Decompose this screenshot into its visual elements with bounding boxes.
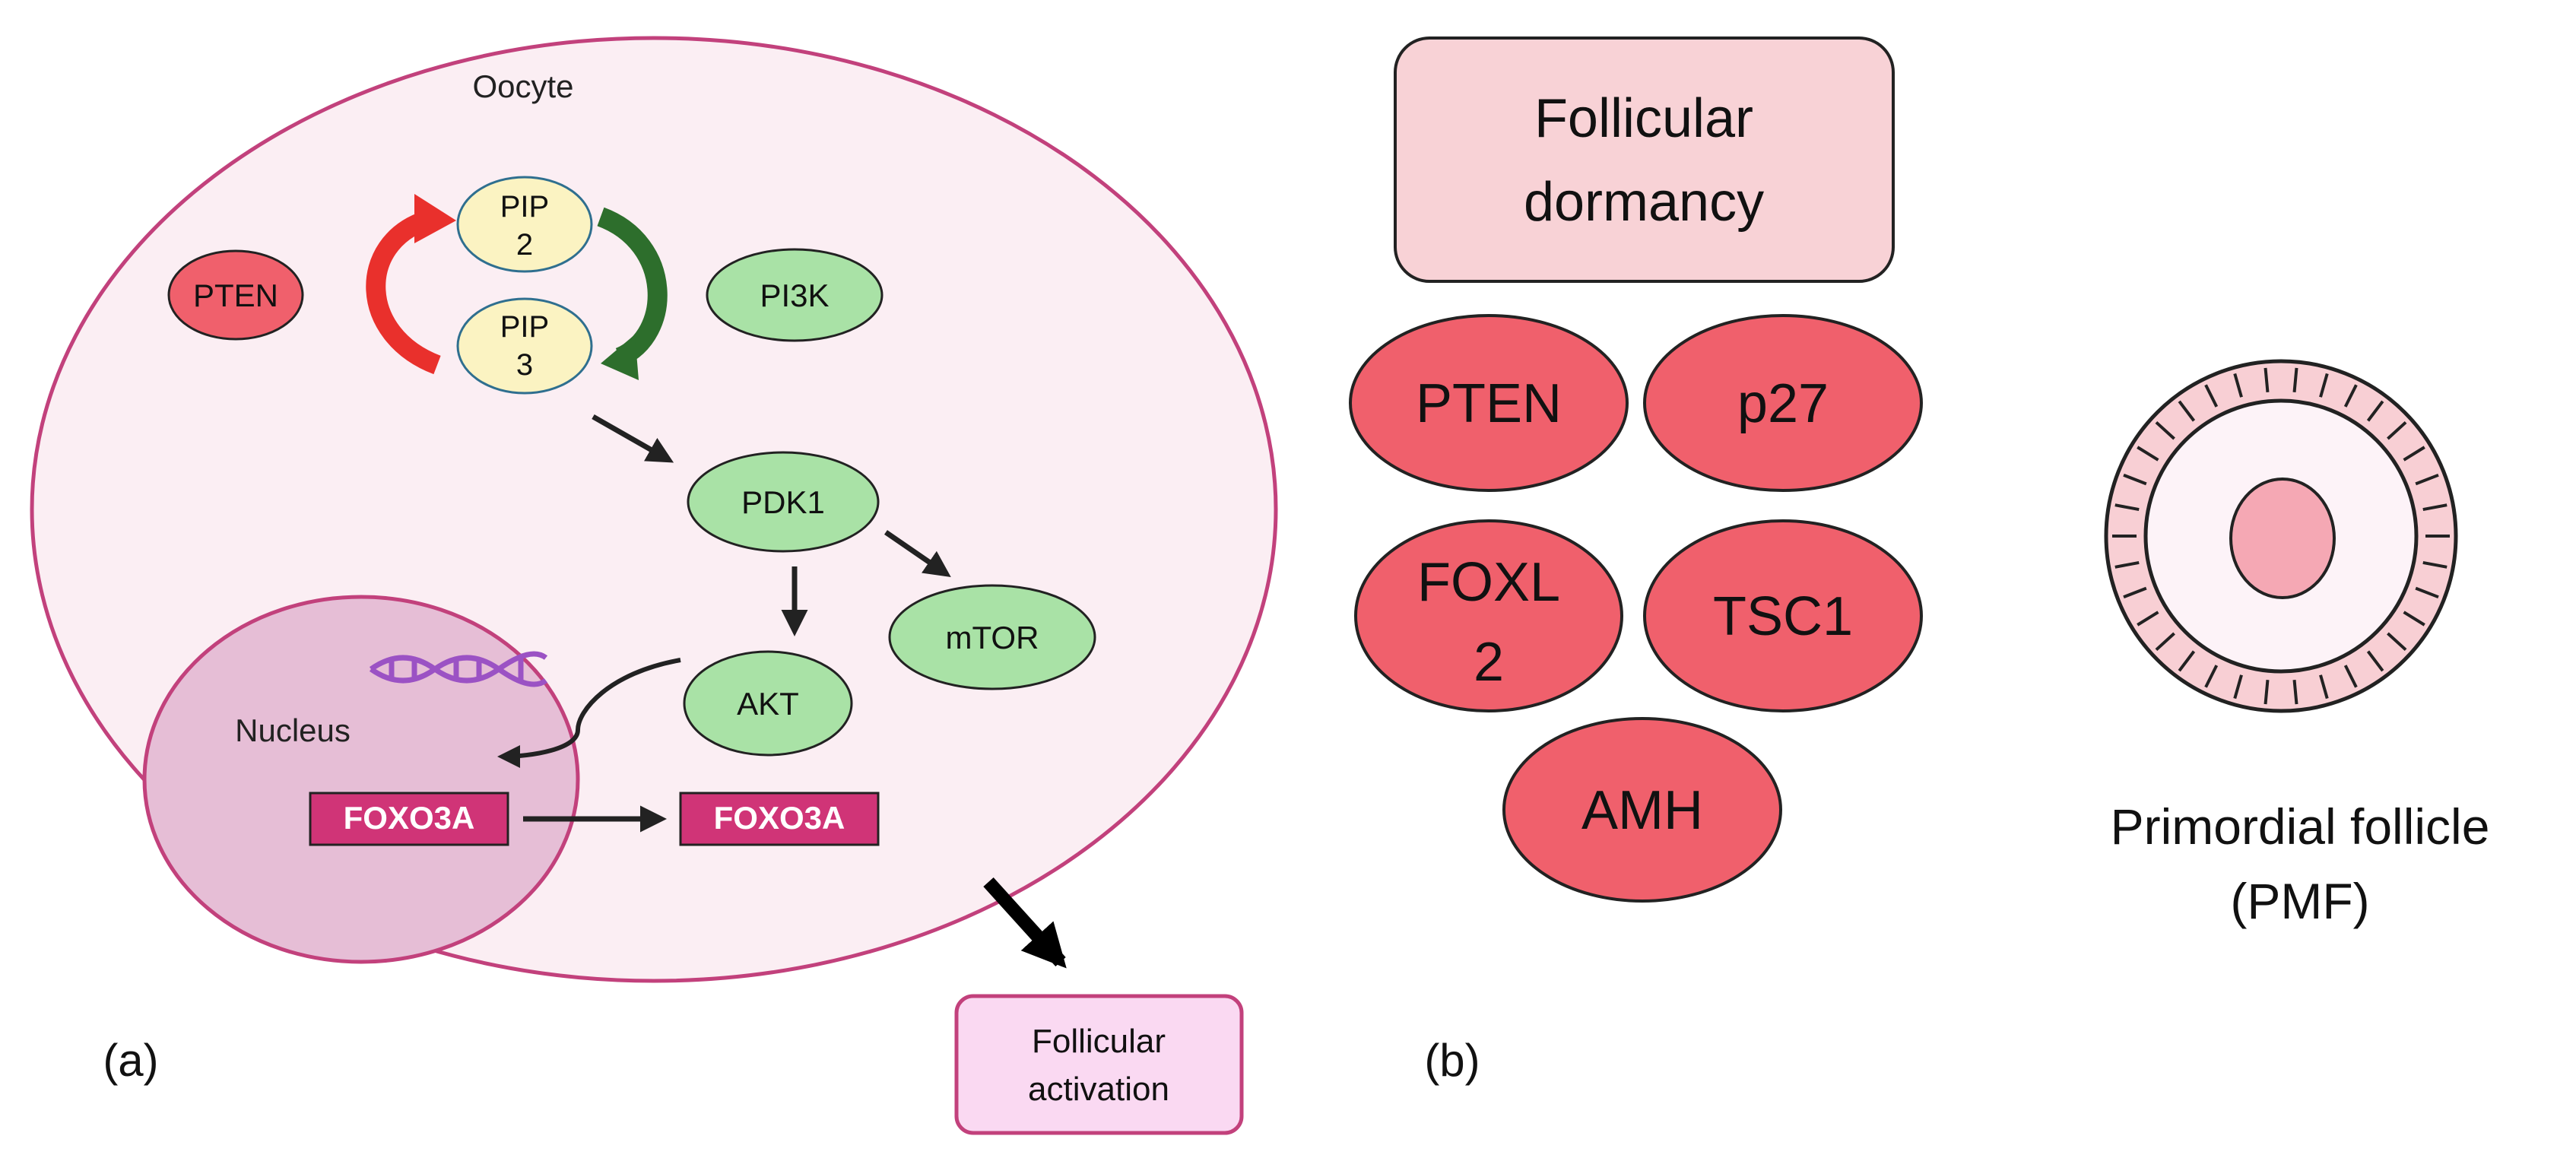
p27-factor <box>1643 314 1923 492</box>
follicular-dormancy-line1: Follicular <box>1534 88 1753 149</box>
granulosa-cell-tick <box>2264 367 2270 392</box>
mtor-node <box>888 584 1096 690</box>
pip3-label-line1: PIP <box>500 310 549 344</box>
amh-factor-label: AMH <box>1581 780 1703 841</box>
pip2-label-line2: 2 <box>516 228 533 262</box>
granulosa-cell-tick <box>2403 611 2425 627</box>
granulosa-cell-tick <box>2366 650 2384 672</box>
granulosa-cell-tick <box>2264 680 2270 705</box>
foxl2-factor <box>1354 519 1623 712</box>
foxl2-factor-line1: FOXL <box>1417 552 1560 613</box>
red-curved-arrow <box>366 194 456 375</box>
granulosa-cell-tick <box>2123 586 2147 599</box>
granulosa-cell-tick <box>2319 674 2329 700</box>
granulosa-cell-tick <box>2343 384 2358 408</box>
granulosa-cell-tick <box>2137 611 2159 627</box>
pip2-label-line1: PIP <box>500 190 549 224</box>
nucleus <box>142 595 580 964</box>
foxo3a-nuclear-box <box>309 792 509 846</box>
oocyte-label: Oocyte <box>472 68 573 104</box>
pten-node <box>167 249 304 341</box>
green-curved-arrow <box>597 207 668 380</box>
granulosa-cell-tick <box>2366 400 2384 422</box>
primordial-follicle-caption-line2: (PMF) <box>2230 873 2369 929</box>
granulosa-cell-tick <box>2403 446 2425 462</box>
granulosa-cell-tick <box>2422 560 2448 569</box>
pten-factor <box>1349 314 1629 492</box>
dna-helix-icon <box>369 651 548 687</box>
pten-label: PTEN <box>193 278 278 313</box>
foxo3a-cytoplasm-box <box>679 792 880 846</box>
mtor-label: mTOR <box>946 620 1039 655</box>
granulosa-cell-tick <box>2292 680 2298 705</box>
amh-factor <box>1502 717 1782 903</box>
foxo3a-nuclear-label: FOXO3A <box>344 800 475 836</box>
panel-b: Follicular dormancy PTEN p27 FOXL 2 TSC1… <box>1349 36 2490 1086</box>
granulosa-cell-tick <box>2123 473 2147 486</box>
arrow-to-activation <box>983 877 1067 969</box>
tsc1-factor <box>1643 519 1923 712</box>
pdk1-node <box>687 451 880 553</box>
granulosa-cell-tick <box>2114 560 2140 569</box>
granulosa-cell-tick <box>2155 420 2175 440</box>
arrow-akt-to-nucleus <box>497 658 681 768</box>
follicular-activation-line2: activation <box>1028 1071 1169 1108</box>
panel-b-label: (b) <box>1424 1035 1480 1086</box>
pdk1-label: PDK1 <box>741 484 825 520</box>
granulosa-cell-tick <box>2387 632 2407 652</box>
granulosa-cell-tick <box>2233 373 2243 398</box>
follicular-dormancy-line2: dormancy <box>1524 172 1764 233</box>
pi3k-node <box>706 248 884 342</box>
panel-a-label: (a) <box>103 1035 158 1086</box>
tsc1-factor-label: TSC1 <box>1713 586 1853 647</box>
p27-factor-label: p27 <box>1737 373 1829 434</box>
akt-node <box>683 650 853 757</box>
follicular-activation-box <box>954 994 1244 1135</box>
granulosa-cell-tick <box>2204 384 2219 408</box>
granulosa-cell-tick <box>2422 503 2448 512</box>
arrow-pdk1-to-mtor <box>884 530 951 577</box>
granulosa-cell-tick <box>2415 473 2439 486</box>
granulosa-cell-tick <box>2233 674 2243 700</box>
foxo3a-cytoplasm-label: FOXO3A <box>714 800 845 836</box>
granulosa-cell-tick <box>2114 503 2140 512</box>
follicular-activation-line1: Follicular <box>1032 1023 1166 1060</box>
follicular-dormancy-box <box>1394 36 1895 283</box>
pip3-label-line2: 3 <box>516 348 533 382</box>
pip2-node <box>456 176 593 273</box>
primordial-follicle-icon <box>2104 359 2458 713</box>
primordial-follicle-caption-line1: Primordial follicle <box>2111 798 2490 855</box>
granulosa-cell-tick <box>2178 650 2196 672</box>
arrow-pip3-to-pdk1 <box>592 414 674 463</box>
pten-factor-label: PTEN <box>1416 373 1562 434</box>
panel-a: Oocyte Nucleus PTEN PIP 2 PIP 3 <box>30 36 1278 1135</box>
pip3-node <box>456 297 593 395</box>
granulosa-cell-tick <box>2178 400 2196 422</box>
nucleus-label: Nucleus <box>235 712 351 748</box>
pi3k-label: PI3K <box>760 278 829 313</box>
granulosa-cell-tick <box>2343 665 2358 688</box>
granulosa-cell-tick <box>2204 665 2219 688</box>
granulosa-cell-tick <box>2415 586 2439 599</box>
granulosa-cell-tick <box>2319 373 2329 398</box>
granulosa-cell-tick <box>2155 632 2175 652</box>
foxl2-factor-line2: 2 <box>1474 632 1504 693</box>
granulosa-cell-tick <box>2292 367 2298 392</box>
granulosa-cell-tick <box>2137 446 2159 462</box>
akt-label: AKT <box>737 686 799 722</box>
granulosa-cell-tick <box>2387 420 2407 440</box>
